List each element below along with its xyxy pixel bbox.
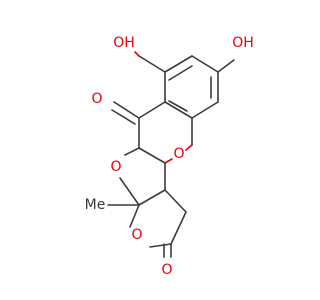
hydroxyl-left-label: OH xyxy=(113,35,135,51)
hydroxyl-bonds xyxy=(134,51,235,73)
bond xyxy=(119,177,140,206)
bond xyxy=(164,101,193,119)
bond xyxy=(191,101,219,119)
ketone-oxygen-label: O xyxy=(91,91,102,107)
bond xyxy=(170,211,187,245)
lactone-carbonyl-oxygen-label: O xyxy=(161,262,172,278)
aromatic-ring xyxy=(164,55,219,119)
bond xyxy=(191,55,219,73)
bond xyxy=(111,109,136,125)
ketone-bonds xyxy=(111,101,140,125)
lactone-ring-oxygen-label: O xyxy=(131,227,142,243)
bond xyxy=(217,59,235,73)
bond xyxy=(138,147,166,164)
methyl-label: Me xyxy=(85,197,106,213)
lactone-ring xyxy=(129,189,187,248)
pyranone-ring xyxy=(138,101,193,164)
molecule-structure: OH OH O O O O O Me xyxy=(85,35,254,278)
furan-ring xyxy=(119,147,166,206)
hydroxyl-right-label: OH xyxy=(232,35,254,51)
bond xyxy=(134,51,140,57)
lactone-carbonyl-bonds xyxy=(163,243,172,258)
furan-oxygen-label: O xyxy=(110,159,121,175)
bond xyxy=(168,65,193,81)
bond xyxy=(168,100,188,112)
bond xyxy=(149,243,172,248)
bond xyxy=(164,158,173,164)
bond xyxy=(164,189,187,213)
bond xyxy=(185,144,193,151)
bond xyxy=(138,101,166,119)
pyran-oxygen-label: O xyxy=(173,146,184,162)
bond xyxy=(113,101,140,119)
bond xyxy=(138,55,166,73)
bond xyxy=(124,147,140,156)
bond xyxy=(138,189,166,206)
bond xyxy=(164,55,193,73)
bond xyxy=(129,204,140,228)
